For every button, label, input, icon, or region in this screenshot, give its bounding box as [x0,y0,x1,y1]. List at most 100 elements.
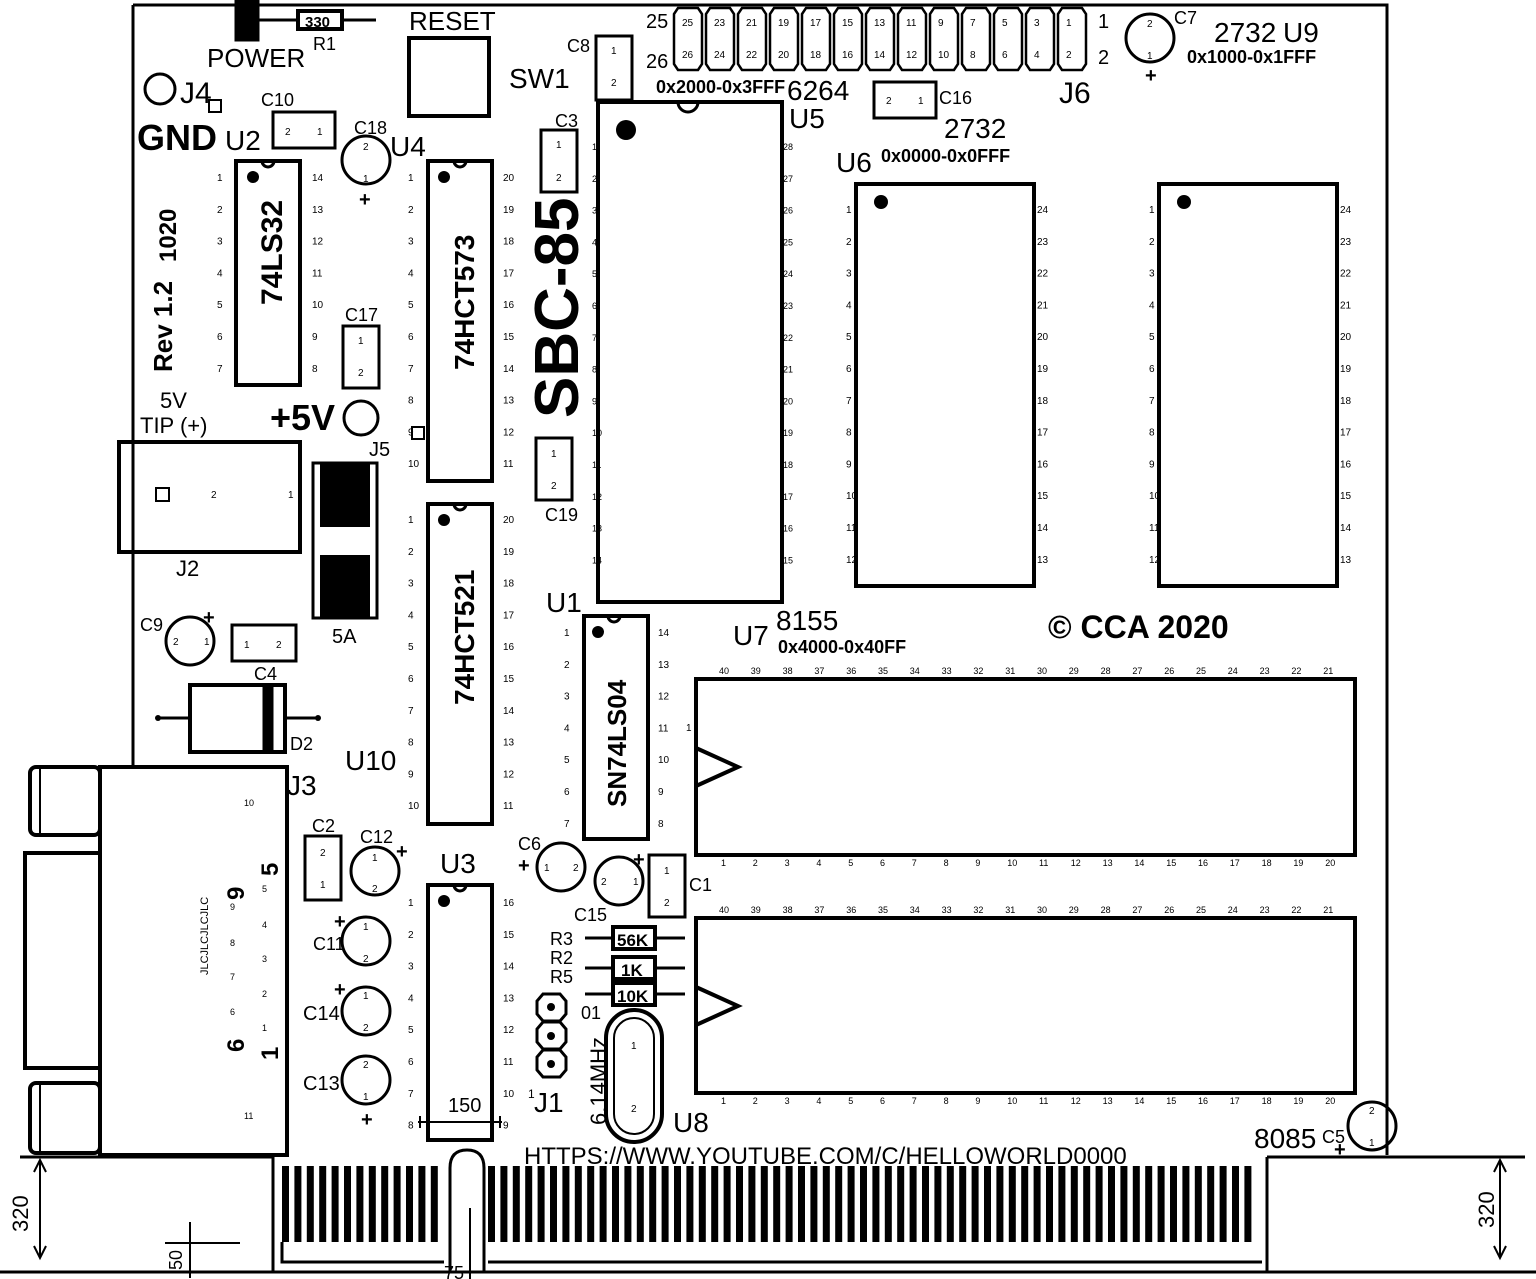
pin-number: 19 [503,547,515,558]
pin-number: 18 [1262,858,1272,868]
j3-db9-connector [23,765,289,1157]
pin-number: 19 [1340,364,1352,375]
c14-cap [340,985,392,1037]
pin-number: 14 [1340,523,1352,534]
pin-number: 13 [1103,858,1113,868]
dim-320-right: 320 [1474,1191,1499,1228]
c9-cap [164,615,216,667]
svg-text:1: 1 [631,1041,637,1052]
resistor-value: 56K [617,931,649,950]
pin-number: 39 [751,666,761,676]
svg-text:1: 1 [544,863,550,874]
pin-number: 24 [1228,666,1238,676]
j1-label: J1 [534,1087,564,1118]
pin-number: 16 [503,898,515,909]
svg-text:1: 1 [686,723,692,734]
u4-part: 74HCT573 [449,235,480,370]
pin-number: 4 [1034,50,1040,61]
pin-number: 11 [312,268,323,279]
u6-ref: U6 [836,147,872,178]
pin-number: 27 [1132,666,1142,676]
svg-text:1: 1 [317,127,323,138]
pin-number: 39 [751,905,761,915]
svg-text:2: 2 [573,863,579,874]
pin-number: 1 [592,142,597,152]
pin-number: 3 [592,206,597,216]
pin-number: 16 [842,50,854,61]
power-led [234,0,260,42]
pin-number: 2 [592,174,597,184]
pin-number: 37 [814,666,824,676]
pin-number: 25 [1196,905,1206,915]
edge-finger [649,1166,657,1242]
j1-jumper[interactable] [535,992,568,1079]
pin-number: 8 [944,1096,949,1106]
edge-finger [798,1166,805,1242]
pin-number: 16 [503,300,515,311]
svg-text:2: 2 [363,1023,369,1034]
svg-text:2: 2 [363,142,369,153]
pin-number: 1 [721,858,726,868]
pin-number: 7 [408,364,414,375]
pin-number: 6 [592,301,597,311]
svg-text:2: 2 [358,368,364,379]
pin-number: 7 [408,706,414,717]
pin-number: 15 [1166,858,1176,868]
pin-number: 12 [906,50,918,61]
pin-number: 17 [810,18,822,29]
pin-number: 4 [1149,300,1155,311]
svg-text:+: + [203,607,215,629]
pin-number: 40 [719,905,729,915]
copyright: © CCA 2020 [1048,609,1229,645]
svg-text:+: + [1334,1139,1346,1161]
pin-number: 14 [874,50,886,61]
svg-text:1: 1 [372,853,378,864]
pin-number: 4 [846,300,852,311]
j6-pin-pair [896,6,928,72]
edge-finger [835,1166,843,1242]
pin-number: 32 [973,666,983,676]
svg-text:1: 1 [1369,1138,1375,1149]
pin-number: 13 [503,738,515,749]
pin-number: 13 [874,18,886,29]
c6-cap [535,841,587,893]
pin-number: 6 [408,332,414,343]
u2-part: 74LS32 [256,200,289,305]
c11-cap [340,915,392,967]
svg-text:1: 1 [551,449,557,460]
pin-number: 22 [1291,905,1301,915]
pin-number: 4 [408,993,414,1004]
svg-text:11: 11 [244,1111,253,1121]
plus5v-label: +5V [270,397,335,438]
u6-chip [854,182,1036,588]
pin-number: 7 [846,396,852,407]
edge-finger [698,1166,706,1242]
svg-text:+: + [334,979,346,1001]
resistor-body [611,981,657,1007]
c17-cap [341,324,381,390]
edge-finger [1021,1166,1029,1242]
reset-switch[interactable] [407,36,491,118]
svg-text:2: 2 [262,989,267,999]
pin-number: 28 [1101,905,1111,915]
edge-finger [331,1166,339,1242]
j6-end-bottom: 2 [1098,47,1109,69]
pin-number: 11 [592,460,601,470]
pin-number: 2 [753,1096,758,1106]
c15-label: C15 [574,905,607,925]
pin-number: 11 [658,723,669,734]
d2-diode [158,683,318,754]
pin-number: 6 [880,1096,885,1106]
edge-finger [550,1166,557,1242]
edge-finger [488,1166,495,1242]
pin-number: 3 [217,237,223,248]
pin-number: 26 [783,206,793,216]
svg-text:2: 2 [556,173,562,184]
edge-finger [1194,1166,1202,1242]
edge-finger [525,1166,533,1242]
pin-number: 5 [1002,18,1008,29]
pin-number: 7 [592,333,597,343]
pin-number: 26 [1164,905,1174,915]
pin-number: 17 [1037,428,1049,439]
edge-finger [971,1166,979,1242]
